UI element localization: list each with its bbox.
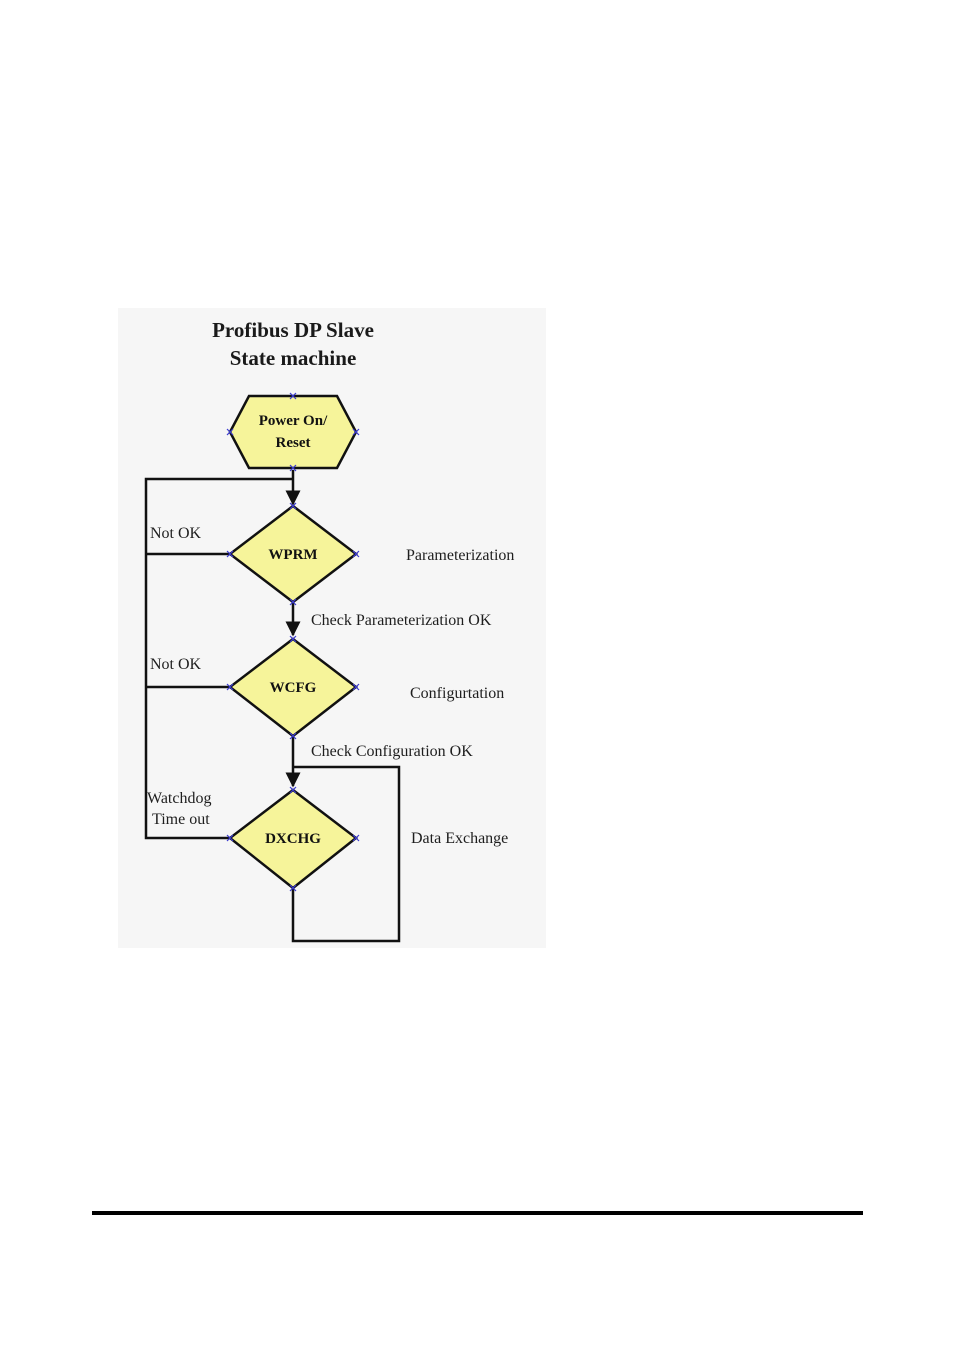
state-machine-figure: Profibus DP Slave State machine Power On…	[118, 308, 546, 948]
label-data-exchange: Data Exchange	[411, 830, 508, 847]
power-on-label-line1: Power On/	[259, 413, 328, 429]
label-check-config-ok: Check Configuration OK	[311, 743, 473, 760]
label-watchdog-line2: Time out	[152, 811, 210, 828]
node-dxchg: DXCHG	[230, 790, 356, 888]
footer-rule	[92, 1211, 863, 1215]
label-configuration: Configurtation	[410, 685, 504, 702]
power-on-hexagon	[230, 396, 356, 468]
node-power-on: Power On/ Reset	[230, 396, 356, 468]
node-wprm: WPRM	[230, 506, 356, 602]
label-not-ok-wprm: Not OK	[150, 525, 202, 542]
power-on-label-line2: Reset	[276, 435, 311, 451]
label-not-ok-wcfg: Not OK	[150, 656, 202, 673]
label-parameterization: Parameterization	[406, 547, 514, 564]
state-machine-diagram: Profibus DP Slave State machine Power On…	[118, 308, 546, 948]
diagram-title-line2: State machine	[230, 346, 357, 370]
wprm-label: WPRM	[268, 547, 317, 563]
dxchg-label: DXCHG	[265, 831, 321, 847]
label-check-param-ok: Check Parameterization OK	[311, 612, 492, 629]
wcfg-label: WCFG	[270, 680, 317, 696]
diagram-title-line1: Profibus DP Slave	[212, 318, 374, 342]
label-watchdog-line1: Watchdog	[147, 790, 211, 807]
node-wcfg: WCFG	[230, 639, 356, 736]
